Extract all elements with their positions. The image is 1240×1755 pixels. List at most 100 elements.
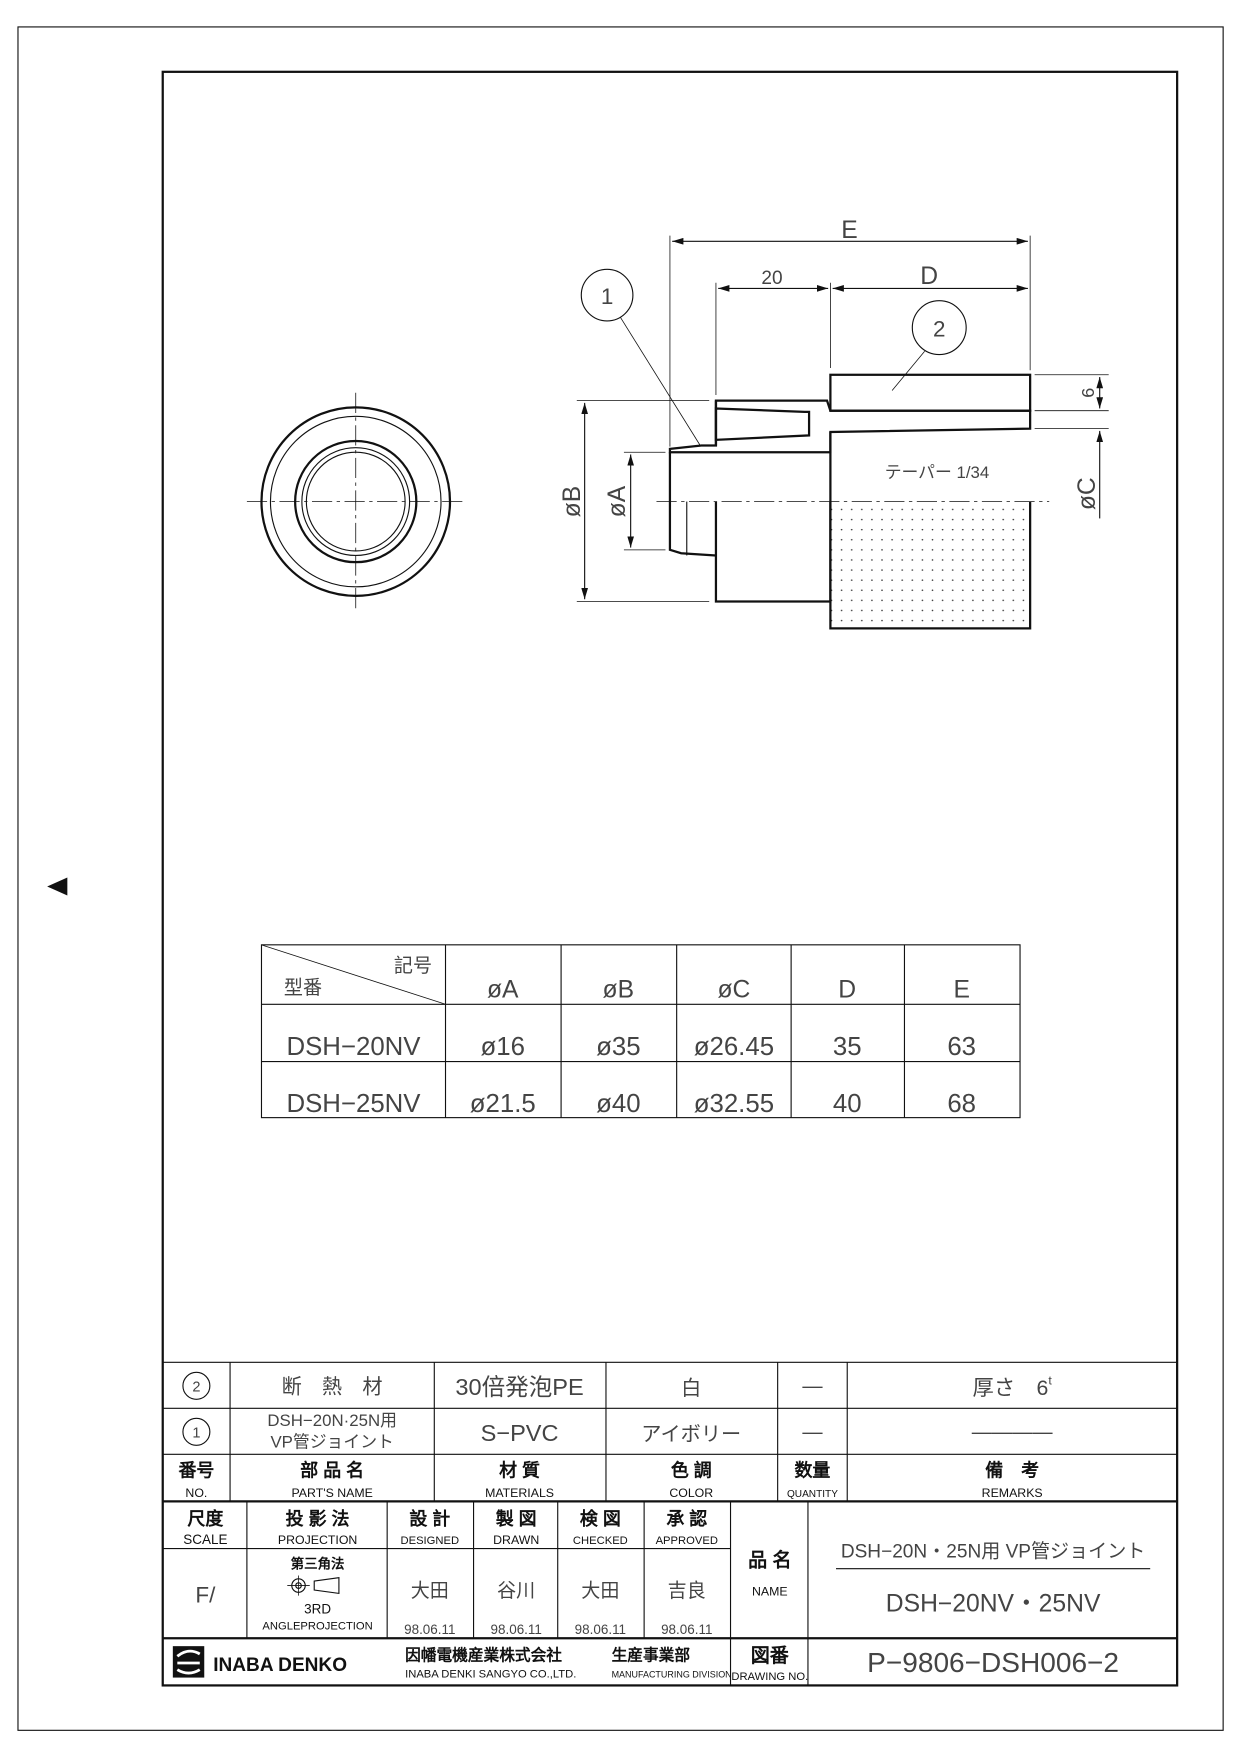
drawing-no-label-en: DRAWING NO.	[731, 1671, 808, 1683]
part-quantity: —	[802, 1422, 823, 1444]
drawing-frame	[161, 70, 1179, 1687]
col-header: øC	[717, 977, 750, 1004]
part-no: 2	[192, 1379, 200, 1395]
header-projection: 投 影 法	[286, 1508, 350, 1529]
drawn-date: 98.06.11	[491, 1622, 542, 1637]
projection-angle: ANGLEPROJECTION	[262, 1620, 372, 1632]
header-quantity: 数量	[795, 1460, 831, 1481]
dimension-table: 記号 型番 øA øB øC D E DSH−20NV ø16 ø35 ø26.…	[260, 944, 1021, 1119]
header-part-name: 部 品 名	[300, 1460, 364, 1481]
drawing-no-label: 図番	[751, 1645, 790, 1667]
section-view: テーパー 1/34 E 20 D øB øA 6 øC 1 2	[559, 217, 1109, 630]
part-material: S−PVC	[481, 1420, 559, 1446]
product-name-line1: DSH−20N・25N用 VP管ジョイント	[841, 1541, 1146, 1563]
value-cell: ø40	[596, 1090, 640, 1118]
value-cell: ø26.45	[694, 1033, 774, 1061]
header-drawn-en: DRAWN	[493, 1533, 539, 1547]
value-cell: ø35	[596, 1033, 640, 1061]
value-cell: 40	[833, 1090, 862, 1118]
value-cell: ø16	[481, 1033, 525, 1061]
triangle-left-icon	[47, 877, 68, 896]
taper-note: テーパー 1/34	[885, 463, 990, 482]
balloon-2-label: 2	[933, 317, 945, 342]
third-angle-projection-icon	[287, 1575, 340, 1596]
part-name: 断 熱 材	[282, 1376, 383, 1399]
title-block: 尺度 SCALE 投 影 法 PROJECTION 設 計 DESIGNED 製…	[162, 1501, 1178, 1686]
value-cell: 35	[833, 1033, 862, 1061]
company-logo-text: INABA DENKO	[213, 1655, 347, 1676]
header-approved-en: APPROVED	[656, 1535, 718, 1547]
parts-row: 2 断 熱 材 30倍発泡PE 白 — 厚さ 6t	[182, 1371, 1053, 1400]
dim-phiC-label: øC	[1074, 477, 1101, 510]
header-part-name-en: PART'S NAME	[291, 1486, 372, 1500]
value-cell: 68	[947, 1090, 976, 1118]
col-header: E	[953, 977, 969, 1004]
front-view	[246, 392, 466, 612]
division-jp: 生産事業部	[612, 1646, 691, 1665]
inaba-denko-logo: INABA DENKO	[172, 1646, 347, 1678]
dim-phiB-label: øB	[559, 486, 586, 518]
header-approved: 承 認	[666, 1508, 707, 1529]
header-scale: 尺度	[187, 1508, 223, 1529]
corner-symbol-label: 記号	[394, 955, 432, 977]
designed-by: 大田	[411, 1580, 449, 1602]
part-remarks: ————	[972, 1422, 1054, 1444]
header-scale-en: SCALE	[183, 1532, 227, 1547]
part-name-line2: VP管ジョイント	[270, 1433, 393, 1452]
header-drawn: 製 図	[495, 1509, 537, 1529]
division-en: MANUFACTURING DIVISION	[612, 1670, 732, 1680]
header-no: 番号	[177, 1461, 214, 1481]
header-remarks-en: REMARKS	[982, 1486, 1043, 1500]
header-quantity-en: QUANTITY	[787, 1489, 838, 1500]
balloon-2	[911, 300, 967, 356]
header-designed-en: DESIGNED	[400, 1535, 459, 1547]
part-color: アイボリー	[641, 1423, 741, 1446]
company-name-en: INABA DENKI SANGYO CO.,LTD.	[405, 1669, 576, 1681]
name-label-en: NAME	[752, 1585, 788, 1599]
part-no: 1	[192, 1425, 200, 1441]
header-color: 色 調	[671, 1460, 712, 1481]
part-material: 30倍発泡PE	[455, 1374, 583, 1400]
corner-model-label: 型番	[284, 977, 322, 999]
header-checked-en: CHECKED	[573, 1535, 628, 1547]
dim-6-label: 6	[1078, 388, 1098, 398]
projection-method: 第三角法	[291, 1556, 345, 1572]
part-name: DSH−20N·25N用	[267, 1411, 397, 1430]
model-cell: DSH−25NV	[286, 1090, 421, 1118]
balloon-1-label: 1	[601, 284, 613, 309]
parts-header-row: 番号 NO. 部 品 名 PART'S NAME 材 質 MATERIALS 色…	[177, 1460, 1042, 1500]
value-cell: 63	[947, 1033, 976, 1061]
value-cell: ø32.55	[694, 1090, 774, 1118]
designed-date: 98.06.11	[404, 1622, 455, 1637]
part-quantity: —	[802, 1376, 823, 1398]
header-remarks: 備 考	[985, 1460, 1039, 1481]
parts-list: 2 断 熱 材 30倍発泡PE 白 — 厚さ 6t 1 DSH−20N·25N用…	[162, 1361, 1178, 1503]
part-remarks: 厚さ 6t	[973, 1374, 1053, 1400]
drawn-by: 谷川	[497, 1580, 535, 1602]
approved-by: 吉良	[668, 1580, 706, 1602]
header-checked: 検 図	[580, 1508, 621, 1529]
header-projection-en: PROJECTION	[278, 1533, 357, 1547]
part-color: 白	[681, 1377, 701, 1400]
value-cell: ø21.5	[470, 1090, 536, 1118]
header-color-en: COLOR	[669, 1486, 713, 1500]
dim-phiA-label: øA	[604, 485, 631, 517]
header-materials-en: MATERIALS	[485, 1486, 554, 1500]
approved-date: 98.06.11	[661, 1622, 712, 1637]
product-name-line2: DSH−20NV・25NV	[886, 1590, 1101, 1617]
header-no-en: NO.	[185, 1486, 207, 1500]
drawing-number: P−9806−DSH006−2	[867, 1647, 1119, 1678]
name-label: 品 名	[748, 1548, 791, 1571]
company-name-jp: 因幡電機産業株式会社	[405, 1646, 562, 1665]
scale-value: F/	[195, 1582, 216, 1607]
table-row: DSH−20NV ø16 ø35 ø26.45 35 63	[286, 1033, 976, 1061]
dim-E-label: E	[841, 217, 857, 244]
checked-date: 98.06.11	[575, 1622, 626, 1637]
col-header: øB	[603, 977, 635, 1004]
col-header: D	[838, 977, 856, 1004]
header-materials: 材 質	[499, 1460, 540, 1481]
col-header: øA	[487, 977, 519, 1004]
header-designed: 設 計	[409, 1508, 450, 1529]
projection-3rd: 3RD	[304, 1602, 331, 1617]
